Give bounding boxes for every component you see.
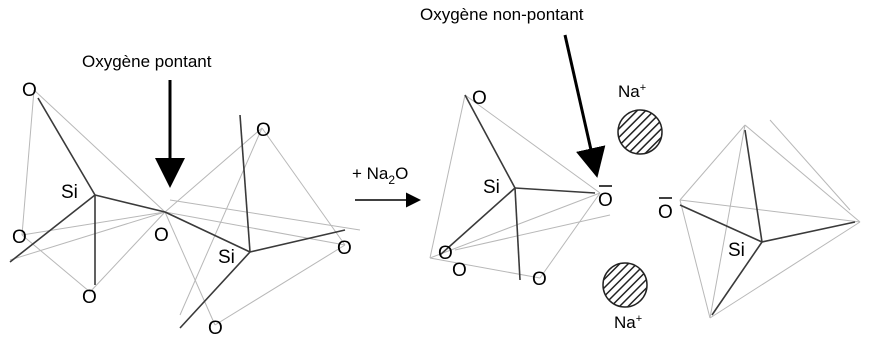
right-tetrahedron-edges-a <box>429 94 611 279</box>
non-bridging-oxygen-left: O <box>598 190 613 211</box>
left-oxygen-right: O <box>337 238 352 259</box>
right-tetrahedron-edges-b <box>679 119 861 319</box>
left-oxygen-top: O <box>22 80 37 101</box>
left-bonds <box>9 97 346 329</box>
reaction: + Na2O <box>352 164 421 208</box>
left-silicon-2: Si <box>218 247 235 268</box>
right-bonds-a <box>439 94 596 281</box>
non-bridging-oxygen-right: O <box>658 202 673 223</box>
left-silicon-1: Si <box>61 182 78 203</box>
right-silicon-2: Si <box>728 240 745 261</box>
non-bridging-oxygen-pointer <box>563 34 606 178</box>
reagent-label: + Na2O <box>352 164 408 187</box>
right-oxygen-left: O <box>438 243 453 264</box>
left-oxygen-bottom: O <box>82 287 97 308</box>
right-bonds-b <box>679 129 856 316</box>
sodium-ion-bottom-sphere <box>602 262 648 308</box>
sodium-ion-top-sphere <box>617 109 663 155</box>
right-silicon-1: Si <box>483 177 500 198</box>
left-oxygen-left: O <box>12 227 27 248</box>
right-oxygen-top: O <box>472 88 487 109</box>
sodium-ion-top-label: Na+ <box>618 82 646 101</box>
right-network: O Si O O O O O Si Na+ Na+ Oxygène non-po… <box>420 5 861 332</box>
left-network: O Si O O O Si O O O Oxygène pontant <box>9 52 361 338</box>
left-tetrahedron-edges <box>9 89 361 326</box>
left-oxygen-lower: O <box>208 318 223 338</box>
non-bridging-oxygen-label: Oxygène non-pontant <box>420 5 584 24</box>
right-oxygen-lower-left: O <box>452 260 467 281</box>
left-oxygen-upper-right: O <box>256 120 271 141</box>
right-oxygen-bottom: O <box>532 269 547 290</box>
sodium-ion-bottom-label: Na+ <box>614 313 642 332</box>
bridging-oxygen-atom: O <box>154 225 169 246</box>
bridging-oxygen-label: Oxygène pontant <box>82 52 212 71</box>
